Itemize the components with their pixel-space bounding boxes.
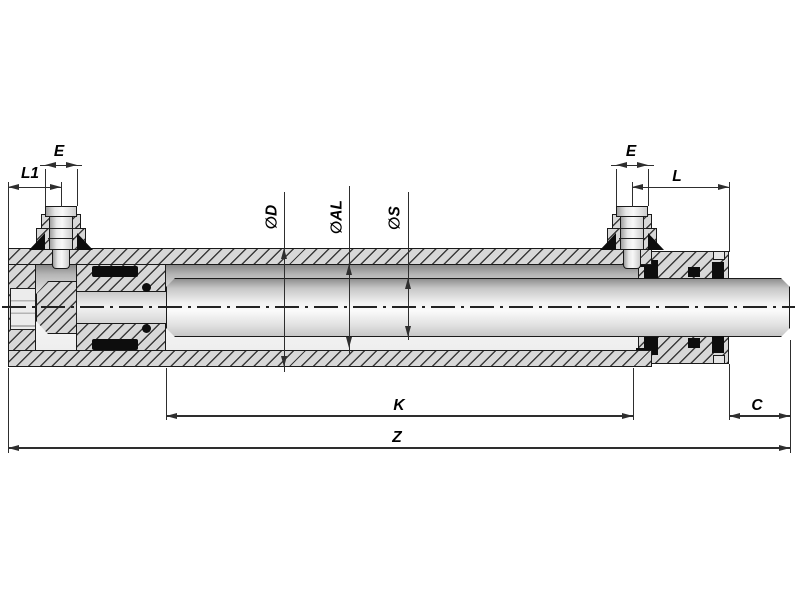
gland-wiper-bottom [712, 336, 724, 353]
piston-seal-top [92, 266, 138, 277]
dim-arrow-right [50, 183, 61, 190]
dim-label-l1: L1 [20, 165, 40, 182]
dim-line [8, 186, 62, 188]
dim-arrow-left [45, 161, 56, 168]
dim-line [8, 447, 790, 449]
dim-line [166, 415, 633, 417]
port-right-cap [616, 206, 648, 217]
dim-line [408, 192, 410, 340]
dim-label-z: Z [392, 429, 402, 446]
port-right-plug-step2 [619, 238, 645, 240]
dim-arrow-left [616, 161, 627, 168]
dim-arrow-left [8, 183, 19, 190]
dim-arrow-down [405, 326, 411, 337]
port-right-bore-stub [623, 250, 641, 269]
piston-oring-top [142, 283, 151, 292]
dim-arrow-down [281, 356, 287, 367]
port-left-cap [45, 206, 77, 217]
port-left-plug-step1 [47, 228, 75, 230]
dim-arrow-right [637, 161, 648, 168]
extension-line [8, 368, 10, 453]
port-right-plug-step1 [618, 228, 646, 230]
tube-top-wall [8, 248, 652, 265]
dim-arrow-right [66, 161, 77, 168]
dim-arrow-down [346, 337, 352, 348]
dim-arrow-left [632, 183, 643, 190]
dim-label-c: C [751, 397, 763, 414]
dim-label-l: L [672, 168, 682, 185]
dim-line [284, 192, 286, 372]
gland-seal-2-bottom [688, 338, 700, 348]
gland-notch-top [713, 251, 725, 260]
dim-line [40, 164, 82, 166]
extension-line [8, 182, 10, 248]
centerline [2, 306, 795, 308]
port-left-plug [49, 216, 73, 250]
extension-line [166, 368, 168, 420]
dim-label-dia-al: ∅AL [328, 200, 346, 234]
gland-notch-bottom [713, 355, 725, 364]
dim-arrow-right [779, 412, 790, 419]
cap-threaded-boss [10, 288, 36, 330]
dim-label-dia-d: ∅D [263, 204, 281, 230]
extension-line [729, 364, 731, 420]
port-left-plug-step2 [48, 238, 74, 240]
dim-arrow-up [281, 248, 287, 259]
extension-line [729, 182, 731, 252]
dim-arrow-right [622, 412, 633, 419]
port-left-bore-stub [52, 250, 70, 269]
dim-label-dia-s: ∅S [386, 206, 404, 230]
dim-arrow-left [8, 444, 19, 451]
port-right-plug [620, 216, 644, 250]
port-center-leader [61, 182, 63, 207]
gland-wiper-top [712, 262, 724, 279]
dim-arrow-right [718, 183, 729, 190]
dim-label-e-right: E [625, 143, 637, 160]
piston-oring-bottom [142, 324, 151, 333]
extension-line [633, 368, 635, 420]
extension-line [77, 169, 79, 206]
dim-line [632, 186, 730, 188]
dim-arrow-right [779, 444, 790, 451]
extension-line [790, 340, 792, 453]
dim-arrow-up [346, 264, 352, 275]
piston-seal-bottom [92, 339, 138, 350]
tube-bottom-wall [8, 350, 652, 367]
dim-arrow-left [729, 412, 740, 419]
dim-arrow-up [405, 278, 411, 289]
dim-line [729, 415, 790, 417]
dim-line [611, 164, 654, 166]
gland-seal-2-top [688, 267, 700, 277]
port-center-leader [632, 182, 634, 207]
dim-label-k: K [393, 397, 405, 414]
extension-line [616, 169, 618, 206]
dim-label-e-left: E [53, 143, 65, 160]
dim-arrow-left [166, 412, 177, 419]
